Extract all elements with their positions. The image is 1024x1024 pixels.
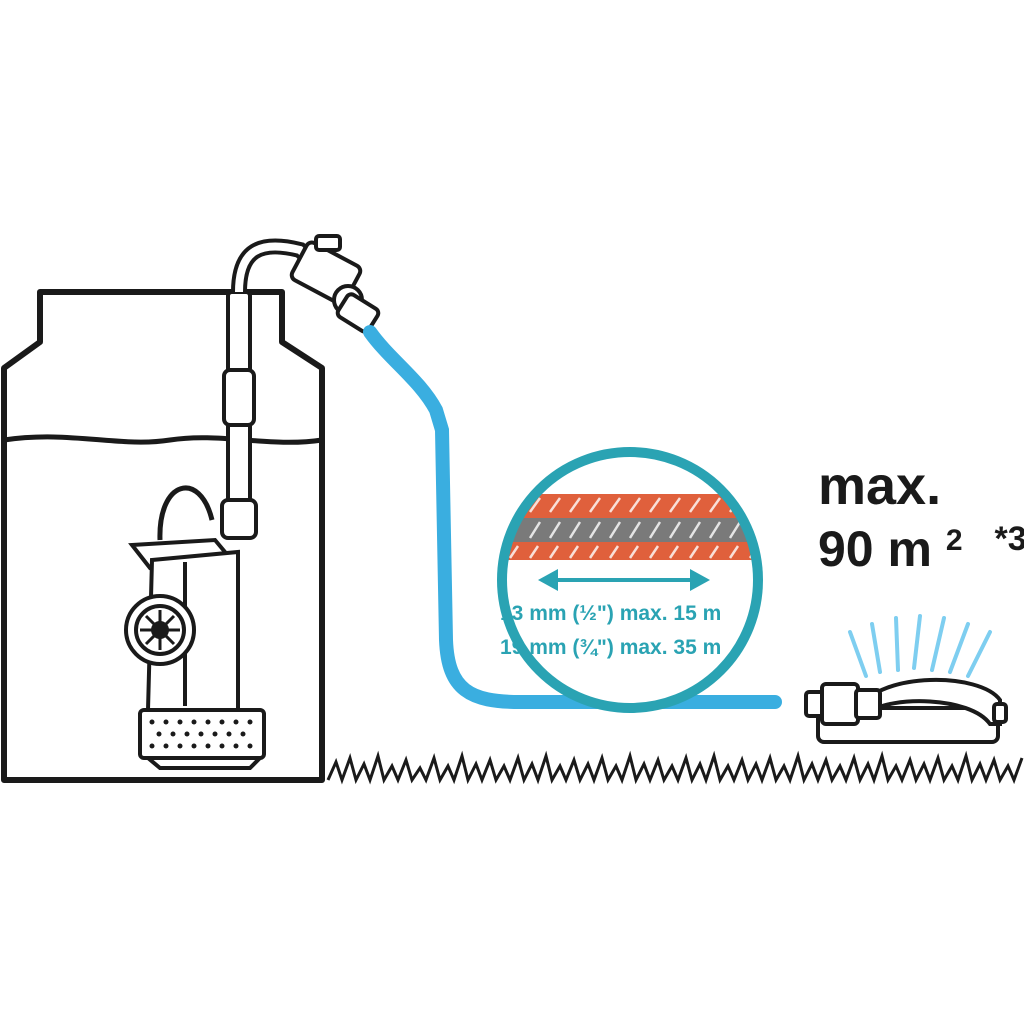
length-arrow-icon	[538, 569, 710, 591]
hose-length-19mm: max. 35 m	[620, 636, 722, 659]
hose-icon	[363, 325, 782, 709]
coverage-area-superscript: 2	[946, 524, 963, 557]
coverage-max-label: max.	[818, 456, 941, 516]
valve-icon	[289, 234, 381, 334]
sprinkler-icon	[804, 614, 1008, 744]
coverage-area-value: 90 m	[818, 521, 932, 577]
magnifier-icon: 13 mm (½") max. 15 m 19 mm (¾") max. 35 …	[497, 447, 763, 713]
hose-spec-13mm: 13 mm (½") max. 15 m	[500, 602, 721, 625]
hose-size-19mm: 19 mm (¾")	[500, 636, 614, 659]
hose-size-13mm: 13 mm (½")	[500, 602, 614, 625]
hose-length-13mm: max. 15 m	[620, 602, 722, 625]
submersible-pump-icon	[124, 238, 318, 770]
hose-spec-19mm: 19 mm (¾") max. 35 m	[500, 636, 721, 659]
grass-icon	[326, 750, 1024, 785]
coverage-footnote: *3	[994, 520, 1024, 558]
coverage-area: 90 m 2 *3	[818, 505, 1024, 577]
